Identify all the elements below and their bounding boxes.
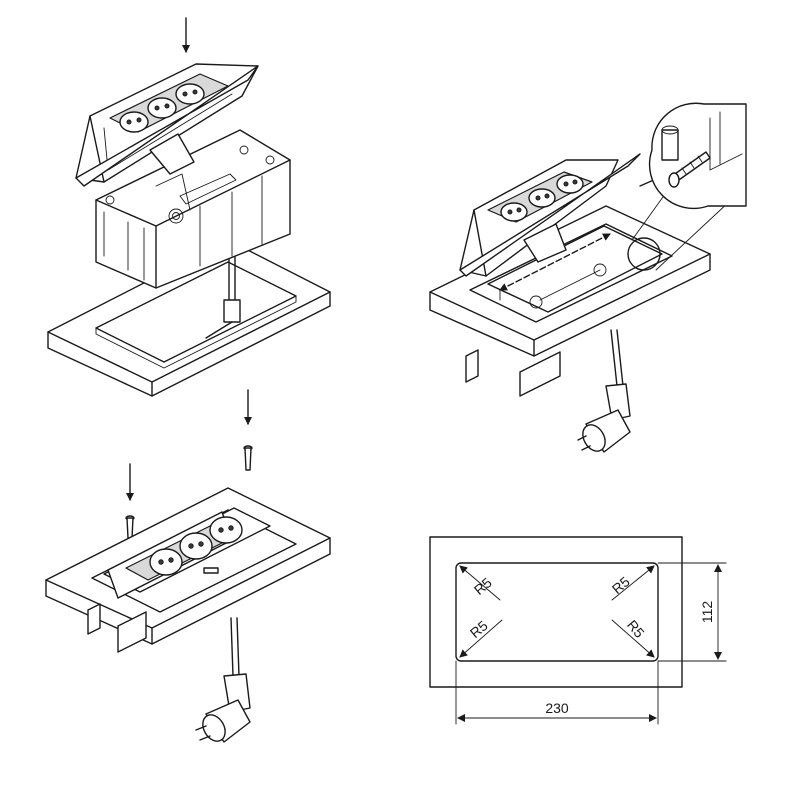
detail-magnifier xyxy=(648,102,747,210)
power-cable xyxy=(223,617,251,713)
socket-1 xyxy=(500,202,528,222)
screw-arrow-left xyxy=(499,233,611,291)
socket-2 xyxy=(147,97,177,119)
socket-2 xyxy=(179,532,213,560)
socket-2 xyxy=(528,188,556,208)
screw xyxy=(125,515,135,539)
radius-label-bl: R5 xyxy=(467,617,491,641)
status-led xyxy=(203,567,219,574)
installed-view-panel xyxy=(45,389,331,743)
radius-label-tr: R5 xyxy=(609,573,633,597)
outer-panel xyxy=(429,536,683,688)
radius-arrow-tl xyxy=(459,565,501,601)
power-plug xyxy=(577,409,631,453)
radius-arrow-bl xyxy=(459,619,503,658)
socket-3 xyxy=(175,83,205,105)
socket-3 xyxy=(556,174,584,194)
width-label: 230 xyxy=(545,700,569,716)
radius-arrow-tr xyxy=(611,565,655,601)
radius-label-br: R5 xyxy=(624,617,648,641)
socket-lid xyxy=(75,63,259,187)
screw xyxy=(668,151,711,188)
power-cable xyxy=(605,329,631,421)
screw xyxy=(243,445,253,471)
socket-box-housing xyxy=(95,129,291,289)
socket-3 xyxy=(209,516,243,544)
power-plug xyxy=(195,699,251,743)
height-label: 112 xyxy=(699,601,715,624)
power-cable xyxy=(205,239,241,339)
socket-1 xyxy=(149,548,183,576)
cutout-dimensions-panel: R5 R5 R5 R5 112 230 xyxy=(429,536,727,725)
mounting-frame xyxy=(45,487,331,653)
cutout-outline xyxy=(455,562,659,662)
detail-marker xyxy=(627,237,661,271)
exploded-view-panel xyxy=(47,17,331,397)
screw-fixing-panel xyxy=(429,102,747,453)
socket-1 xyxy=(119,111,149,133)
radius-arrow-br xyxy=(611,619,655,658)
socket-lid xyxy=(103,507,271,599)
